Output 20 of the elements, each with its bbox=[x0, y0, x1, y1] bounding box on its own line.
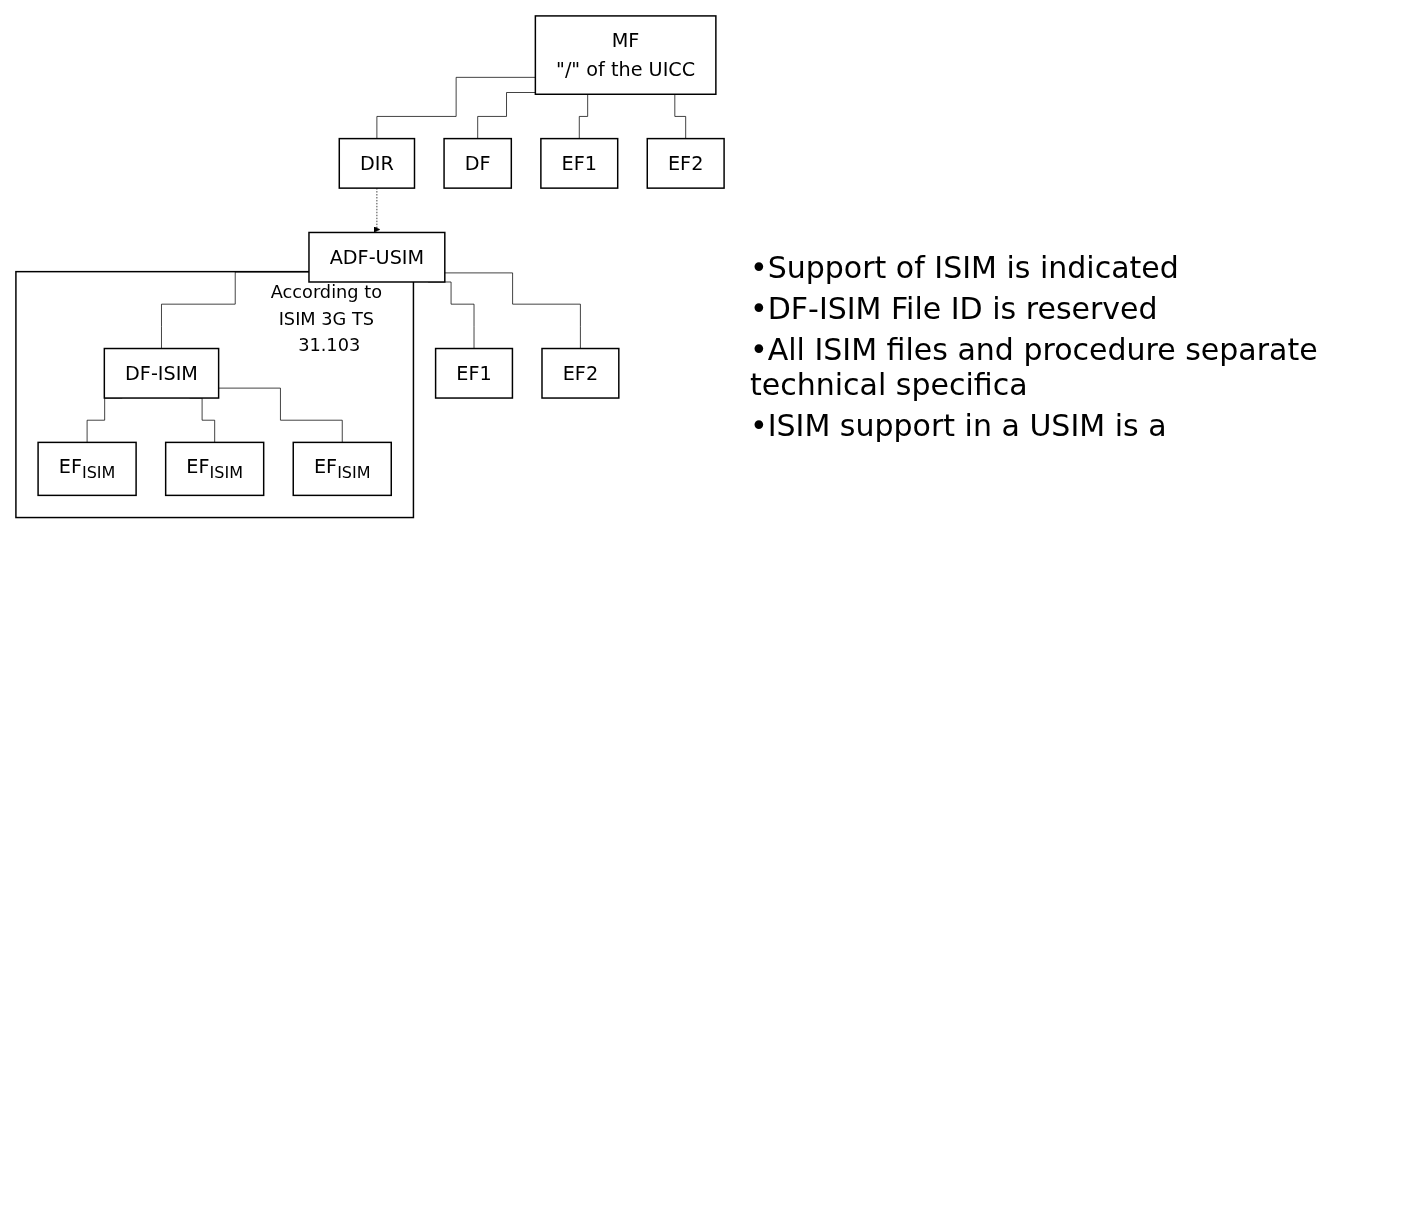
node-box: MF "/" of the UICC bbox=[534, 15, 717, 95]
connector bbox=[477, 92, 536, 139]
node-box: ADF-USIM bbox=[308, 231, 446, 283]
connector bbox=[376, 76, 536, 139]
node-box: EF1 bbox=[540, 137, 619, 189]
node-box: EF1 bbox=[434, 347, 514, 399]
node-box: DIR bbox=[338, 137, 416, 189]
node-box: EF$_{ISIM}$ bbox=[37, 441, 137, 497]
node-box: EF2 bbox=[541, 347, 620, 399]
bullet-note: •DF-ISIM File ID is reserved bbox=[750, 291, 1159, 326]
node-box: EF$_{ISIM}$ bbox=[292, 441, 392, 497]
node-box: EF$_{ISIM}$ bbox=[164, 441, 265, 497]
connector bbox=[444, 272, 581, 349]
node-box: DF bbox=[443, 137, 513, 189]
bullet-note: •All ISIM files and procedure separate technical specifica bbox=[750, 332, 1319, 402]
connector bbox=[218, 387, 343, 443]
node-box: DF-ISIM bbox=[103, 347, 220, 399]
bullet-note: •ISIM support in a USIM is a bbox=[750, 408, 1168, 443]
bullet-note: •Support of ISIM is indicated bbox=[750, 250, 1180, 285]
node-box: EF2 bbox=[646, 137, 725, 189]
